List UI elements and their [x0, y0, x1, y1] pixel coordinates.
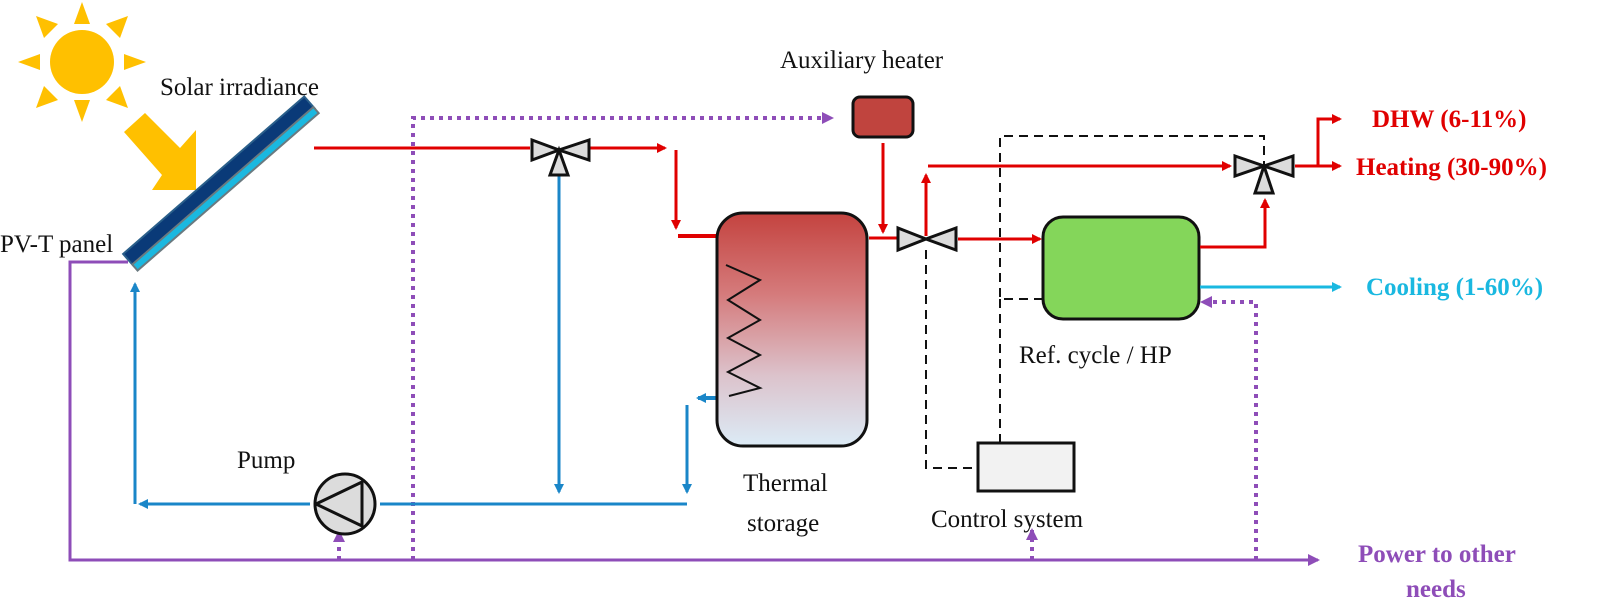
pump-icon[interactable]	[313, 472, 377, 536]
label-thermal-storage-1: Thermal	[743, 470, 828, 497]
thermal-storage-tank[interactable]	[715, 211, 869, 448]
label-ref-cycle: Ref. cycle / HP	[1019, 342, 1172, 369]
label-pump: Pump	[237, 447, 295, 474]
two-way-valve[interactable]	[896, 225, 958, 253]
output-cooling: Cooling (1-60%)	[1366, 274, 1543, 301]
hot-line-hp-out	[1200, 198, 1270, 249]
control-line-hp	[999, 135, 1265, 300]
pvt-panel[interactable]	[121, 95, 321, 272]
output-power-2: needs	[1406, 576, 1466, 601]
label-auxiliary-heater: Auxiliary heater	[780, 47, 944, 74]
heat-pump[interactable]	[1041, 215, 1201, 321]
output-dhw: DHW (6-11%)	[1372, 106, 1526, 133]
output-power-1: Power to other	[1358, 541, 1516, 568]
label-thermal-storage-2: storage	[747, 510, 819, 537]
power-dotted-hp	[1200, 296, 1258, 560]
auxiliary-heater[interactable]	[851, 95, 915, 139]
control-system[interactable]	[976, 441, 1076, 493]
power-dotted-heater	[411, 112, 834, 560]
control-line-valve	[925, 250, 978, 469]
irradiance-arrow-icon	[124, 113, 196, 190]
three-way-valve-1[interactable]	[530, 137, 591, 177]
label-control-system: Control system	[931, 506, 1084, 533]
label-pvt-panel: PV-T panel	[0, 231, 113, 258]
three-way-valve-2[interactable]	[1233, 153, 1295, 195]
heating-coil-icon	[725, 264, 763, 397]
hot-line-dhw	[1316, 114, 1342, 166]
output-heating: Heating (30-90%)	[1356, 154, 1547, 181]
power-line	[68, 260, 1320, 566]
label-solar-irradiance: Solar irradiance	[160, 74, 319, 101]
sun-icon	[18, 2, 146, 122]
